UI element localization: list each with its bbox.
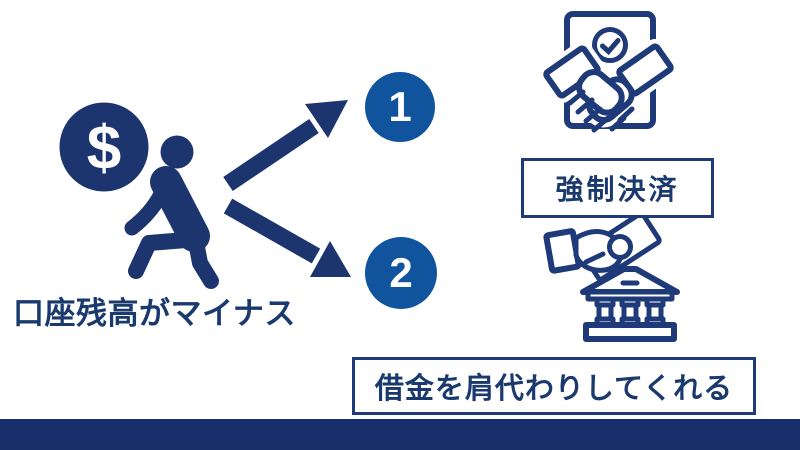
arrow-down-right-icon	[223, 198, 351, 277]
branch-2-number-badge: 2	[365, 237, 437, 309]
person-carrying-money-bag-icon: $	[54, 97, 219, 289]
hand-paying-bank-icon	[543, 211, 680, 342]
source-label: 口座残高がマイナス	[13, 296, 296, 331]
branch-1-label: 強制決済	[521, 158, 714, 218]
arrow-up-right-icon	[223, 100, 348, 192]
bank-base	[583, 322, 677, 342]
money-bag-icon	[54, 97, 154, 197]
handshake-contract-icon	[538, 11, 679, 133]
footer-bar	[0, 419, 800, 450]
dollar-sign: $	[87, 114, 121, 183]
coin	[607, 234, 633, 260]
branch-2-label: 借金を肩代わりしてくれる	[352, 357, 756, 415]
bank-columns	[594, 296, 666, 328]
branch-1-number-badge: 1	[365, 72, 435, 142]
check-circle-icon	[592, 27, 628, 63]
